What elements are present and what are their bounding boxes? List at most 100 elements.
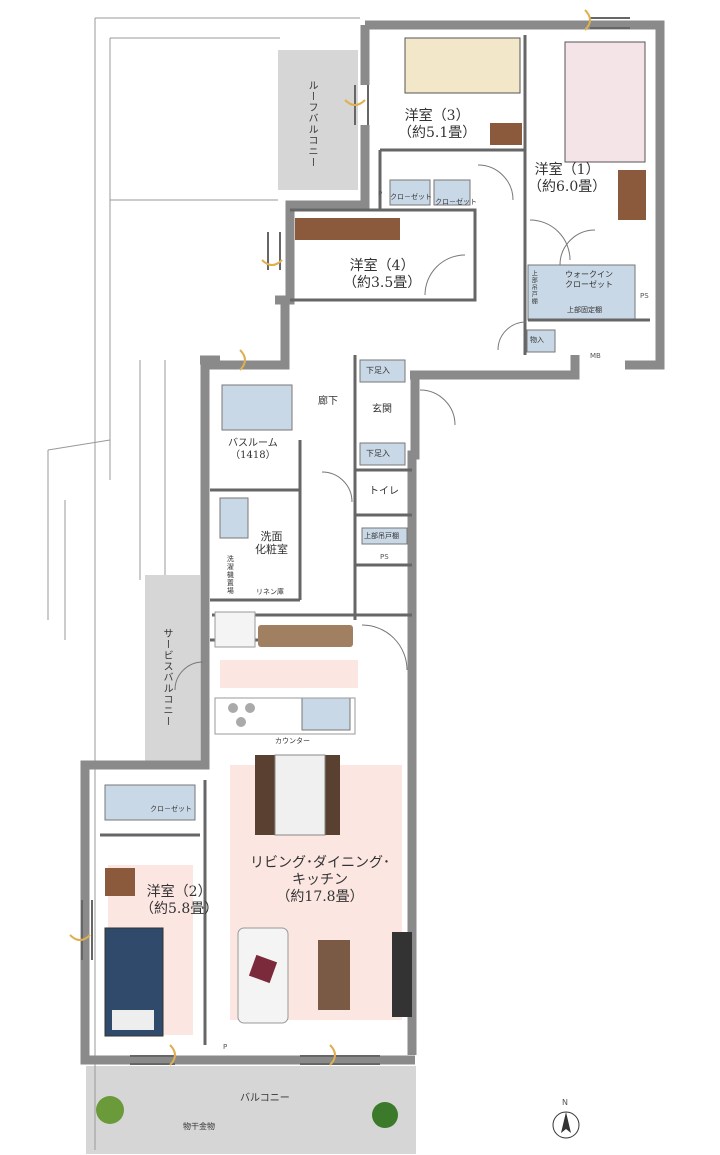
balcony-label: バルコニー [240,1093,290,1104]
shoe-box-top-label: 下足入 [366,366,390,375]
cushion [248,954,278,984]
door-swing [424,254,466,296]
closet-western4 [433,179,471,206]
ventilation-mark [169,1044,176,1066]
service-balcony-label: サービスバルコニー [161,628,172,727]
mb-label: MB [590,352,601,360]
toilet-shelf [361,527,408,545]
stove-burner [245,703,255,713]
western1-name: 洋室（1） [534,162,600,178]
upper-fixed-shelf-label: 上部固定棚 [567,306,602,314]
ventilation-mark [584,9,591,31]
door-swing [529,219,571,261]
bathtub [221,384,293,431]
pillow [112,1010,154,1030]
storage-room [526,329,556,353]
washroom-name: 洗面 [260,530,283,543]
window [590,17,630,29]
western3-name: 洋室（3） [404,108,470,124]
roof-balcony-area [278,50,358,190]
ventilation-mark [329,1044,336,1066]
drying-hardware-label: 物干金物 [183,1122,215,1131]
entrance-label: 玄関 [372,404,392,415]
ventilation-mark [261,259,283,266]
ventilation-mark [344,99,366,106]
stove-burner [228,703,238,713]
closet-western3-label: クロ－ゼット [390,193,432,201]
window [300,1055,380,1065]
ldk-name2: キッチン [292,871,348,888]
western3-area: （約5.1畳） [398,124,477,141]
tv-board [392,932,412,1017]
toilet-shelf-label: 上部吊戸棚 [364,532,399,540]
bed-western3 [404,37,521,94]
shoe-box-bottom [359,442,406,466]
dining-table [274,754,326,836]
plant-left [96,1096,124,1124]
western1-label: 洋室（1） （約6.0畳） [528,162,606,196]
kitchen-floor [220,660,358,688]
north-label: N [562,1098,568,1107]
bath-name: バスルーム [228,438,278,449]
fridge-space [214,611,256,648]
linen-label: リネン庫 [256,588,284,596]
western2-label: 洋室（2） （約5.8畳） [140,884,218,918]
wash-basin [219,497,249,539]
western2-name: 洋室（2） [146,884,212,900]
wash-machine-label: 洗濯機置場 [226,555,235,595]
shoe-box-top [359,359,406,383]
western1-area: （約6.0畳） [528,178,607,195]
closet-western3 [389,179,431,206]
outer-lines [47,17,360,1150]
door-swing [321,471,353,503]
ldk-name: リビング･ダイニング･ [250,855,390,871]
ps-label-bottom: PS [380,553,389,561]
western3-label: 洋室（3） （約5.1畳） [398,108,476,142]
service-balcony-area [145,575,200,765]
p-label-bottom: P [223,1043,228,1051]
walls [80,20,665,1065]
door-swing [361,624,408,671]
closet-western2 [104,784,196,821]
walkin-line1: ウォークイン [565,270,613,279]
door-swing [174,661,204,691]
door-swing [497,321,527,351]
hallway-label: 廊下 [318,396,338,407]
counter-label: カウンター [275,737,310,745]
washroom-label: 洗面 化粧室 [255,530,288,556]
storage-room-label: 物入 [530,336,544,344]
walkin-label: ウォークイン クローゼット [565,270,613,289]
western4-area: （約3.5畳） [343,274,422,291]
north-arrow-needle [561,1112,571,1133]
washroom-name2: 化粧室 [255,543,288,557]
window [81,900,93,960]
ventilation-mark [69,934,91,941]
western4-name: 洋室（4） [349,258,415,274]
balcony-area [86,1066,416,1154]
ldk-label: リビング･ダイニング･ キッチン （約17.8畳） [250,855,390,905]
desk-western2 [105,868,135,896]
ventilation-mark [239,349,246,371]
kitchen-worktop [214,697,356,735]
kitchen-counter [258,625,353,647]
door-swing [559,229,596,266]
shoe-box-bottom-label: 下足入 [366,449,390,458]
desk-western1 [618,170,646,220]
toilet-label: トイレ [369,486,399,497]
western2-area: （約5.8畳） [140,900,219,917]
plant-right [372,1102,398,1128]
closet-western4-label: クロ－ゼット [435,198,477,206]
coffee-table [318,940,350,1010]
bath-label: バスルーム （1418） [228,438,278,462]
desk-western3 [490,123,522,145]
door-swing [419,389,456,426]
western4-label: 洋室（4） （約3.5畳） [343,258,421,292]
p-label-top: P [378,190,383,198]
bath-size: （1418） [230,450,276,461]
stove-burner [236,717,246,727]
ldk-area: （約17.8畳） [276,888,364,905]
sink [301,697,351,731]
ps-label-top: PS [640,292,649,300]
upper-shelf-label: 上部吊戸棚 [530,270,538,305]
